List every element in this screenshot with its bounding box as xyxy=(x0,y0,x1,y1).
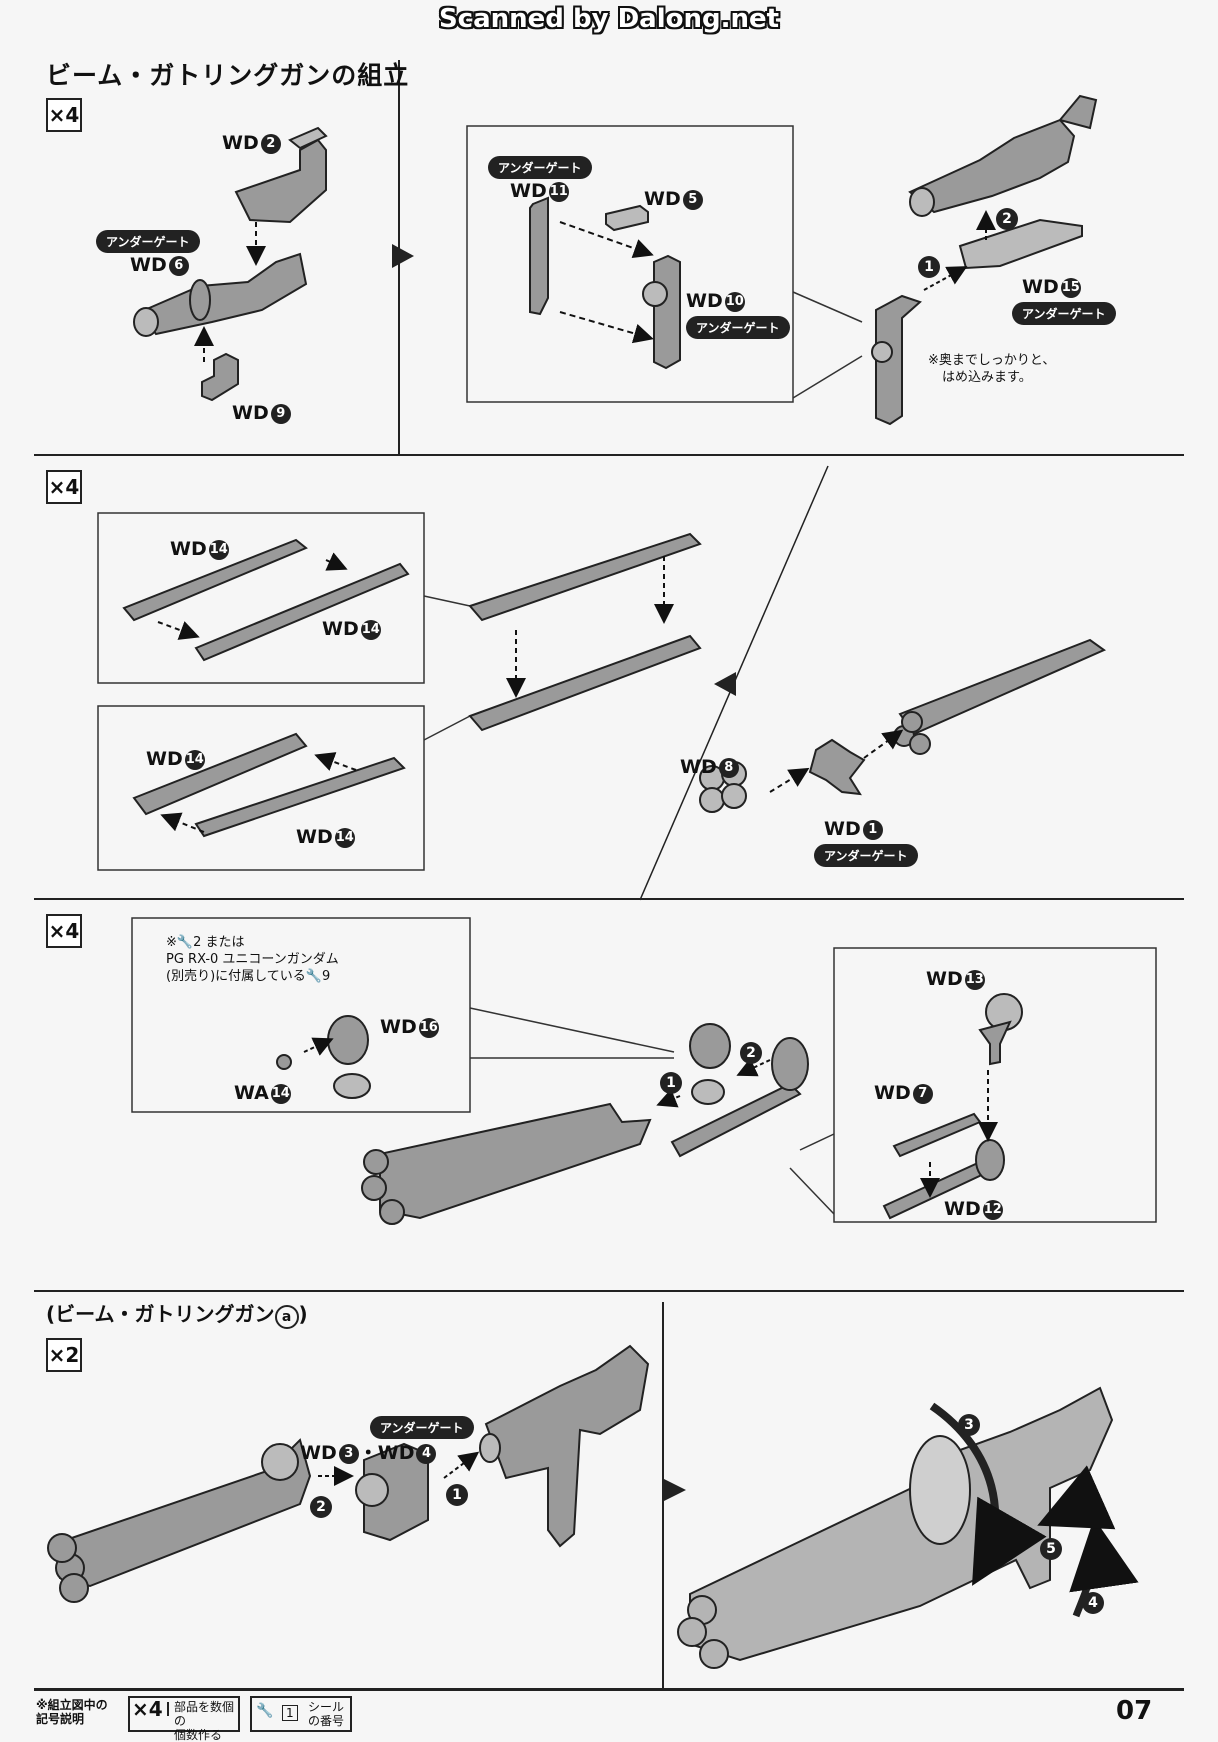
step-2: 2 xyxy=(740,1042,762,1064)
part-wd6-barrel xyxy=(133,252,308,337)
step-5: 5 xyxy=(1040,1538,1062,1560)
part-barrel-left xyxy=(47,1438,312,1603)
part-wd14-pieces xyxy=(122,538,410,838)
next-arrow-3 xyxy=(662,1478,686,1502)
step-2: 2 xyxy=(310,1496,332,1518)
section-divider-2 xyxy=(34,898,1184,900)
part-rod xyxy=(670,1037,809,1158)
under-gate-badge: アンダーゲート xyxy=(686,316,790,339)
part-wd7 xyxy=(892,1112,982,1158)
step-1: 1 xyxy=(918,256,940,278)
step-4: 4 xyxy=(1082,1592,1104,1614)
part-grip xyxy=(871,294,922,426)
part-wd2 xyxy=(234,126,328,224)
legend-title: ※組立図中の記号説明 xyxy=(36,1698,108,1726)
part-wd13 xyxy=(978,993,1023,1066)
step-1: 1 xyxy=(446,1484,468,1506)
quantity-x2-badge: ×2 xyxy=(46,1338,82,1372)
under-gate-badge: アンダーゲート xyxy=(1012,302,1116,325)
part-gun-body-top xyxy=(908,94,1098,217)
under-gate-badge: アンダーゲート xyxy=(814,844,918,867)
under-gate-badge: アンダーゲート xyxy=(488,156,592,179)
part-wd10 xyxy=(642,254,681,370)
section-divider-1 xyxy=(34,454,1184,456)
page-title: ビーム・ガトリングガンの組立 xyxy=(46,61,410,90)
part-wd15 xyxy=(958,218,1083,270)
part-wd16 xyxy=(327,1015,371,1099)
quantity-x4-badge: ×4 xyxy=(46,914,82,948)
part-barrel-assembled xyxy=(893,638,1107,755)
part-cap xyxy=(689,1023,731,1105)
part-barrel-large xyxy=(361,1102,652,1225)
part-assembled-gun xyxy=(677,1386,1114,1669)
part-wd3-wd4 xyxy=(355,1442,429,1542)
step-2: 2 xyxy=(996,208,1018,230)
next-arrow-2 xyxy=(714,672,736,696)
quantity-x4-badge: ×4 xyxy=(46,470,82,504)
part-gun-body-s4 xyxy=(479,1344,650,1548)
footer-divider xyxy=(34,1688,1184,1691)
watermark: Scanned by Dalong.net xyxy=(438,4,780,34)
part-wd9 xyxy=(201,352,239,402)
part-barrel-halves xyxy=(468,532,702,732)
part-wd1 xyxy=(808,738,866,796)
part-wa14 xyxy=(276,1054,292,1070)
legend-quantity: ×4 部品を数個の個数作る xyxy=(128,1696,240,1742)
step-1: 1 xyxy=(660,1072,682,1094)
under-gate-badge: アンダーゲート xyxy=(96,230,200,253)
part-wd5 xyxy=(605,204,649,232)
part-wd8 xyxy=(699,761,747,813)
under-gate-badge: アンダーゲート xyxy=(370,1416,474,1439)
note-press-fully: ※奥までしっかりと、はめ込みます。 xyxy=(928,353,1056,385)
page-number: 07 xyxy=(1116,1696,1153,1726)
quantity-x4-badge: ×4 xyxy=(46,98,82,132)
legend-seal: 🔧 1 シールの番号 xyxy=(250,1696,352,1732)
seal-icon: 🔧 xyxy=(256,1703,274,1719)
next-arrow-1 xyxy=(392,244,414,268)
step-3: 3 xyxy=(958,1414,980,1436)
section-divider-3 xyxy=(34,1290,1184,1292)
note-seal-reference: ※🔧2 または PG RX-0 ユニコーンガンダム (別売り)に付属している🔧9 xyxy=(166,935,339,984)
part-wd11 xyxy=(529,196,549,316)
